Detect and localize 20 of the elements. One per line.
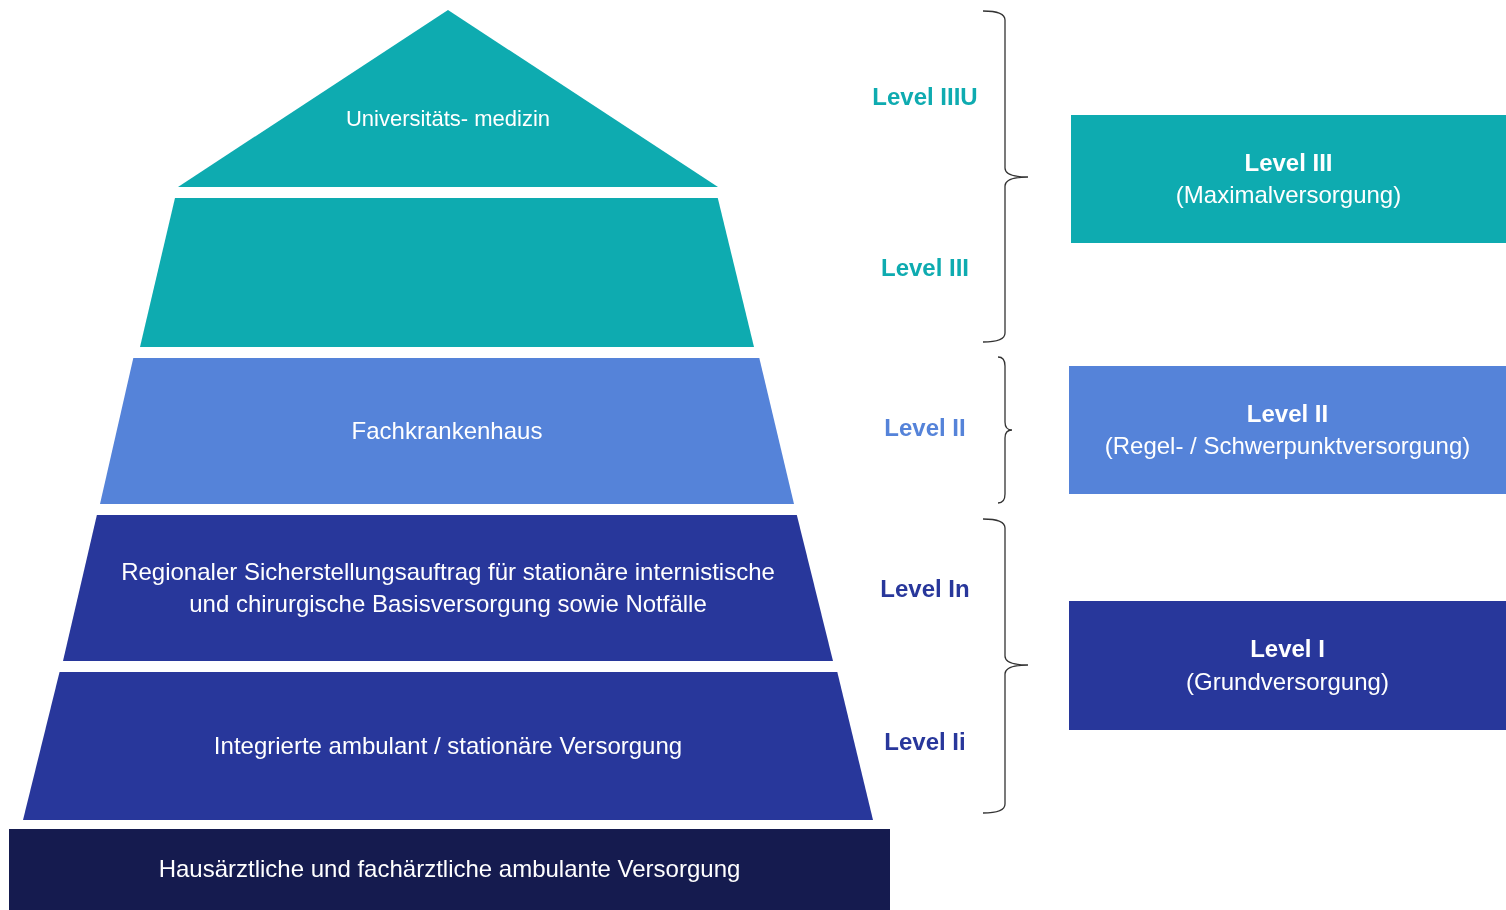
layer-label: Integrierte ambulant / stationäre Versorgung — [213, 730, 683, 761]
level-description: (Regel- / Schwerpunktversorgung) — [1104, 431, 1471, 461]
layer-label: Hausärztliche und fachärztliche ambulante Versorgung — [158, 854, 741, 885]
level-label: Level III — [881, 254, 969, 282]
layer-label: Fachkrankenhaus — [351, 415, 543, 446]
level-heading: Level II — [1246, 398, 1329, 429]
level-label: Level II — [884, 414, 966, 442]
level-box — [1069, 601, 1506, 730]
level-box — [1069, 366, 1506, 494]
level-label: Level In — [880, 575, 970, 603]
level-description: (Grundversorgung) — [1186, 666, 1389, 697]
level-label: Level IIIU — [872, 83, 978, 111]
layer-label: Regionaler Sicherstellungsauftrag für stationäre internistische und chirurgische Basisversorgung sowie Notfälle — [120, 556, 776, 619]
level-box — [1071, 115, 1506, 243]
level-heading: Level III — [1244, 147, 1333, 178]
layer-label: Universitäts- medizin — [345, 104, 551, 133]
pyramid-base — [9, 829, 890, 910]
level-heading: Level I — [1250, 634, 1325, 665]
level-label: Level Ii — [884, 728, 966, 756]
level-description: (Maximalversorgung) — [1175, 180, 1402, 210]
